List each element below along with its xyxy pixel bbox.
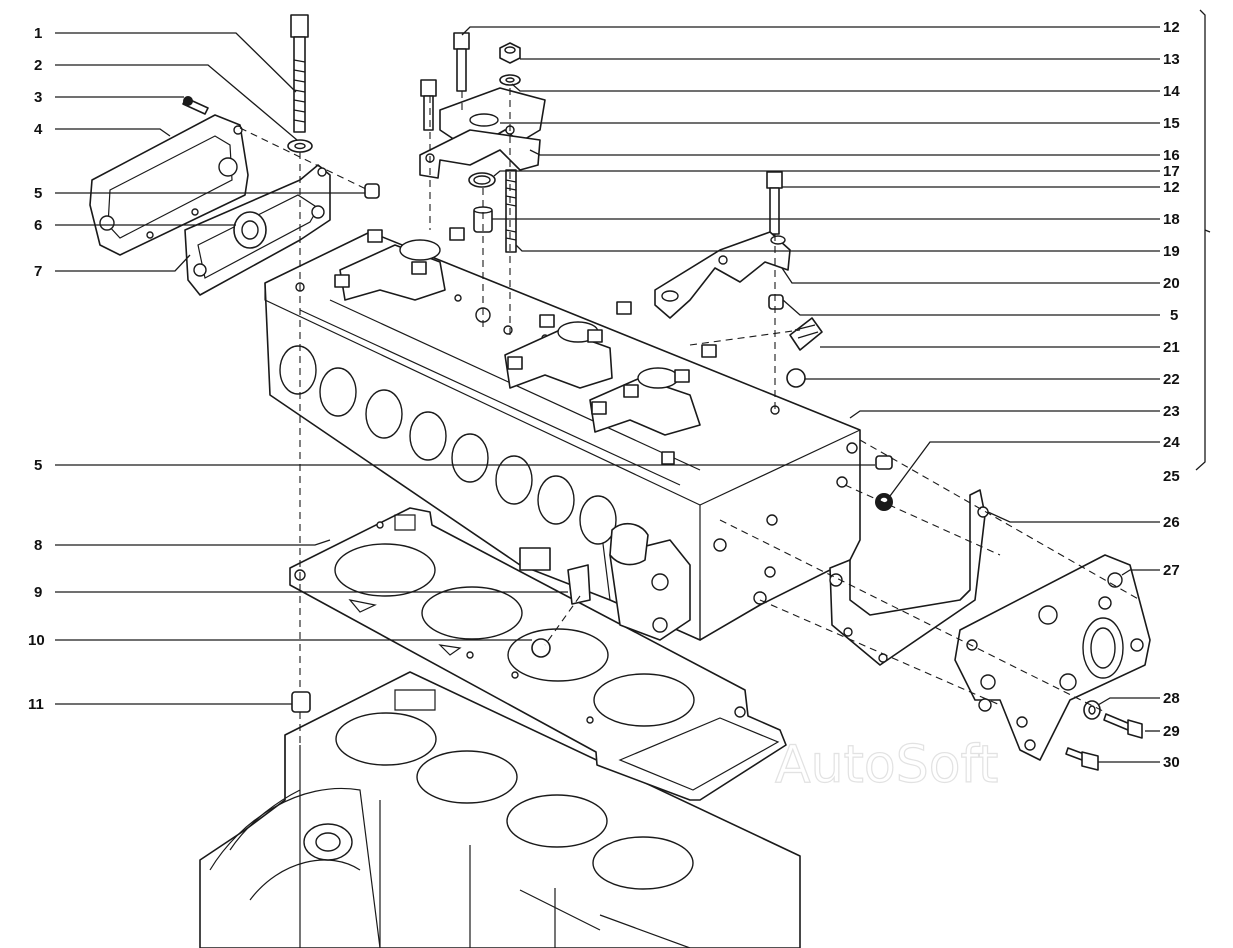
callout-13: 13 [1163, 51, 1180, 68]
callout-17: 17 [1163, 163, 1180, 180]
cylinder-head [264, 227, 861, 641]
dowel-5-top [364, 183, 380, 199]
callout-19: 19 [1163, 243, 1180, 260]
callouts-right: 12 13 14 15 16 17 12 18 19 20 5 21 22 23… [1163, 19, 1180, 771]
callout-15: 15 [1163, 115, 1180, 132]
callout-5b: 5 [34, 457, 42, 474]
callout-1: 1 [34, 25, 42, 42]
bolt-29 [1103, 713, 1143, 739]
washer-28 [1083, 700, 1101, 720]
dowel-5-right [768, 294, 784, 310]
callout-18: 18 [1163, 211, 1180, 228]
o-ring-17 [468, 172, 496, 188]
bearing-cap-15-16 [419, 87, 546, 179]
callout-30: 30 [1163, 754, 1180, 771]
callout-10: 10 [28, 632, 45, 649]
callout-22: 22 [1163, 371, 1180, 388]
washer-14 [499, 74, 521, 86]
bolt-12-right [766, 171, 783, 235]
callout-2: 2 [34, 57, 42, 74]
plug-22 [786, 368, 806, 388]
callout-4: 4 [34, 121, 43, 138]
callouts-left: 1 2 3 4 5 6 7 5 8 9 10 11 [28, 25, 45, 713]
callout-16: 16 [1163, 147, 1180, 164]
callout-26: 26 [1163, 514, 1180, 531]
end-housing [954, 554, 1151, 761]
callout-5a: 5 [34, 185, 42, 202]
callout-6: 6 [34, 217, 42, 234]
screw-3 [182, 96, 209, 115]
callout-9: 9 [34, 584, 42, 601]
head-bolt [290, 14, 309, 133]
dowel-10 [531, 638, 551, 658]
callout-25: 25 [1163, 468, 1180, 485]
callout-12a: 12 [1163, 19, 1180, 36]
end-gasket [829, 489, 989, 666]
callout-27: 27 [1163, 562, 1180, 579]
nut-13 [499, 42, 521, 64]
leader-lines [55, 9, 1211, 763]
oil-seal [233, 211, 267, 249]
dowel-5-end [875, 455, 893, 470]
callout-7: 7 [34, 263, 42, 280]
bolt-12-top [453, 32, 470, 92]
dowel-9 [567, 564, 591, 605]
callout-3: 3 [34, 89, 42, 106]
cover-plate-gasket [89, 114, 249, 256]
callout-24: 24 [1163, 434, 1180, 451]
watermark: AutoSoft [775, 735, 998, 795]
callout-28: 28 [1163, 690, 1180, 707]
callout-11: 11 [28, 696, 44, 713]
callout-20: 20 [1163, 275, 1180, 292]
sleeve-18 [473, 206, 493, 233]
plug-21 [789, 317, 823, 351]
dowel-11 [291, 691, 311, 713]
callout-21: 21 [1163, 339, 1180, 356]
callout-12b: 12 [1163, 179, 1180, 196]
bolt-left-cap [420, 79, 437, 131]
assembly-axes [239, 88, 1141, 745]
bolt-30 [1065, 747, 1099, 771]
bearing-cap-20 [654, 231, 791, 319]
callout-5c: 5 [1170, 307, 1178, 324]
bolt-washer [287, 139, 313, 153]
callout-29: 29 [1163, 723, 1180, 740]
callout-8: 8 [34, 537, 42, 554]
stud-19 [505, 169, 517, 253]
callout-14: 14 [1163, 83, 1180, 100]
cylinder-block [199, 671, 801, 948]
callout-23: 23 [1163, 403, 1180, 420]
